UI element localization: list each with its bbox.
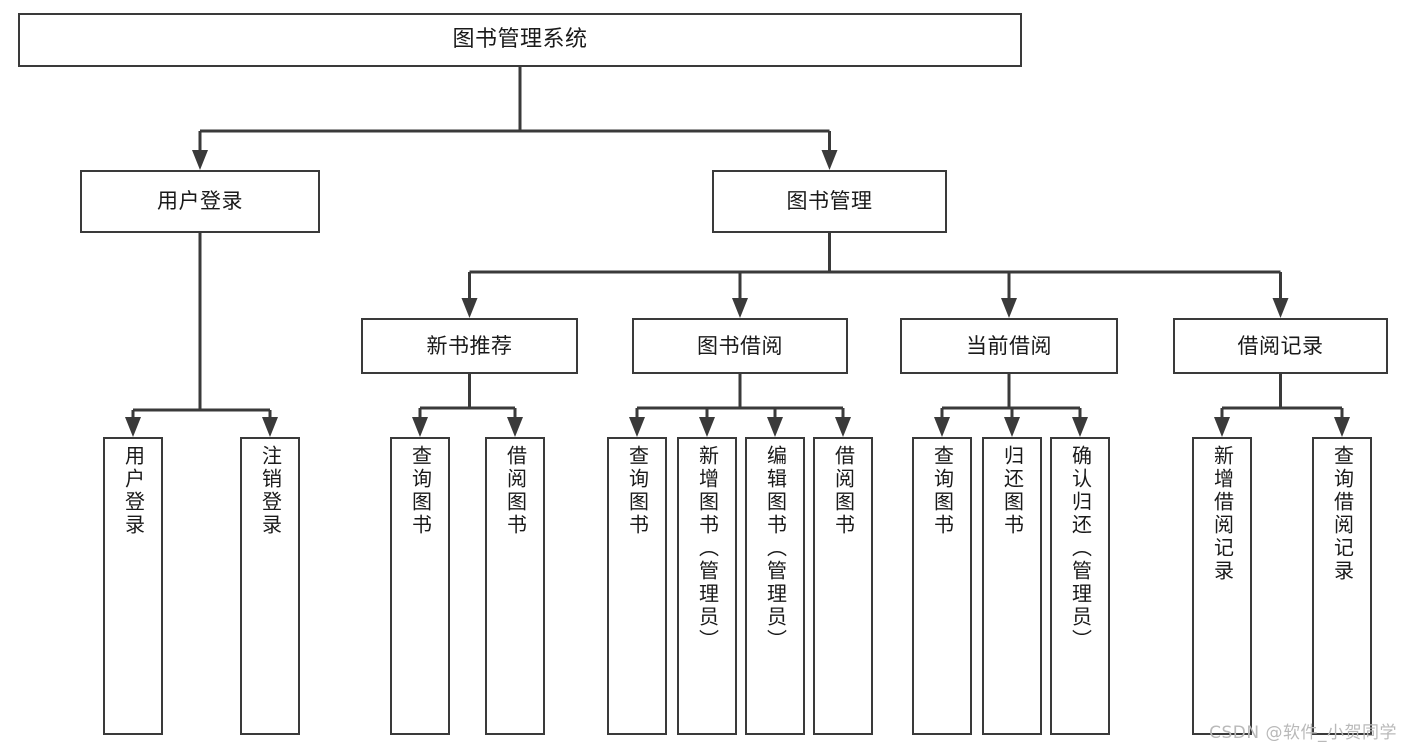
arrowhead xyxy=(507,417,523,437)
arrowhead xyxy=(934,417,950,437)
node-bookmgmt[interactable]: 图书管理 xyxy=(712,170,947,233)
node-label: 图书管理 xyxy=(786,189,873,214)
node-leaf-login-1[interactable]: 用户登录 xyxy=(103,437,163,735)
node-label: 借阅记录 xyxy=(1237,333,1324,358)
node-current[interactable]: 当前借阅 xyxy=(900,318,1118,374)
arrowhead xyxy=(461,298,478,318)
node-label: 新增借阅记录 xyxy=(1210,445,1235,583)
node-label: 编辑图书（管理员） xyxy=(763,445,788,652)
node-leaf-borrow-4[interactable]: 借阅图书 xyxy=(813,437,873,735)
arrowhead xyxy=(262,417,278,437)
node-leaf-cur-3[interactable]: 确认归还（管理员） xyxy=(1050,437,1110,735)
node-label: 归还图书 xyxy=(1000,445,1025,537)
arrowhead xyxy=(412,417,428,437)
node-root[interactable]: 图书管理系统 xyxy=(18,13,1022,67)
arrowhead xyxy=(1004,417,1020,437)
node-label: 查询图书 xyxy=(625,445,650,537)
node-leaf-login-2[interactable]: 注销登录 xyxy=(240,437,300,735)
arrowhead xyxy=(1072,417,1088,437)
node-leaf-borrow-2[interactable]: 新增图书（管理员） xyxy=(677,437,737,735)
node-label: 图书借阅 xyxy=(697,333,783,358)
node-label: 用户登录 xyxy=(121,445,146,537)
node-records[interactable]: 借阅记录 xyxy=(1173,318,1388,374)
node-label: 借阅图书 xyxy=(503,445,528,537)
node-label: 用户登录 xyxy=(157,189,243,214)
arrowhead xyxy=(1272,298,1289,318)
node-label: 查询图书 xyxy=(930,445,955,537)
arrowhead xyxy=(732,298,748,318)
node-leaf-new-2[interactable]: 借阅图书 xyxy=(485,437,545,735)
node-leaf-cur-1[interactable]: 查询图书 xyxy=(912,437,972,735)
node-leaf-rec-2[interactable]: 查询借阅记录 xyxy=(1312,437,1372,735)
node-leaf-rec-1[interactable]: 新增借阅记录 xyxy=(1192,437,1252,735)
node-leaf-cur-2[interactable]: 归还图书 xyxy=(982,437,1042,735)
arrowhead xyxy=(125,417,141,437)
arrowhead xyxy=(1001,298,1017,318)
node-borrow[interactable]: 图书借阅 xyxy=(632,318,848,374)
node-label: 当前借阅 xyxy=(966,333,1052,358)
arrowhead xyxy=(699,417,715,437)
node-leaf-new-1[interactable]: 查询图书 xyxy=(390,437,450,735)
watermark: CSDN @软件_小贺同学 xyxy=(1209,723,1397,743)
node-label: 新增图书（管理员） xyxy=(695,445,720,652)
arrowhead xyxy=(1334,417,1350,437)
node-label: 查询图书 xyxy=(408,445,433,537)
node-leaf-borrow-3[interactable]: 编辑图书（管理员） xyxy=(745,437,805,735)
node-label: 新书推荐 xyxy=(426,333,513,358)
arrowhead xyxy=(1214,417,1230,437)
node-label: 注销登录 xyxy=(258,445,283,537)
arrowhead xyxy=(821,150,838,170)
node-newbook[interactable]: 新书推荐 xyxy=(361,318,578,374)
node-label: 图书管理系统 xyxy=(452,27,588,53)
node-label: 查询借阅记录 xyxy=(1330,445,1355,583)
arrowhead xyxy=(192,150,208,170)
node-leaf-borrow-1[interactable]: 查询图书 xyxy=(607,437,667,735)
node-label: 借阅图书 xyxy=(831,445,856,537)
arrowhead xyxy=(835,417,851,437)
node-login[interactable]: 用户登录 xyxy=(80,170,320,233)
arrowhead xyxy=(629,417,645,437)
arrowhead xyxy=(767,417,783,437)
node-label: 确认归还（管理员） xyxy=(1068,445,1093,652)
